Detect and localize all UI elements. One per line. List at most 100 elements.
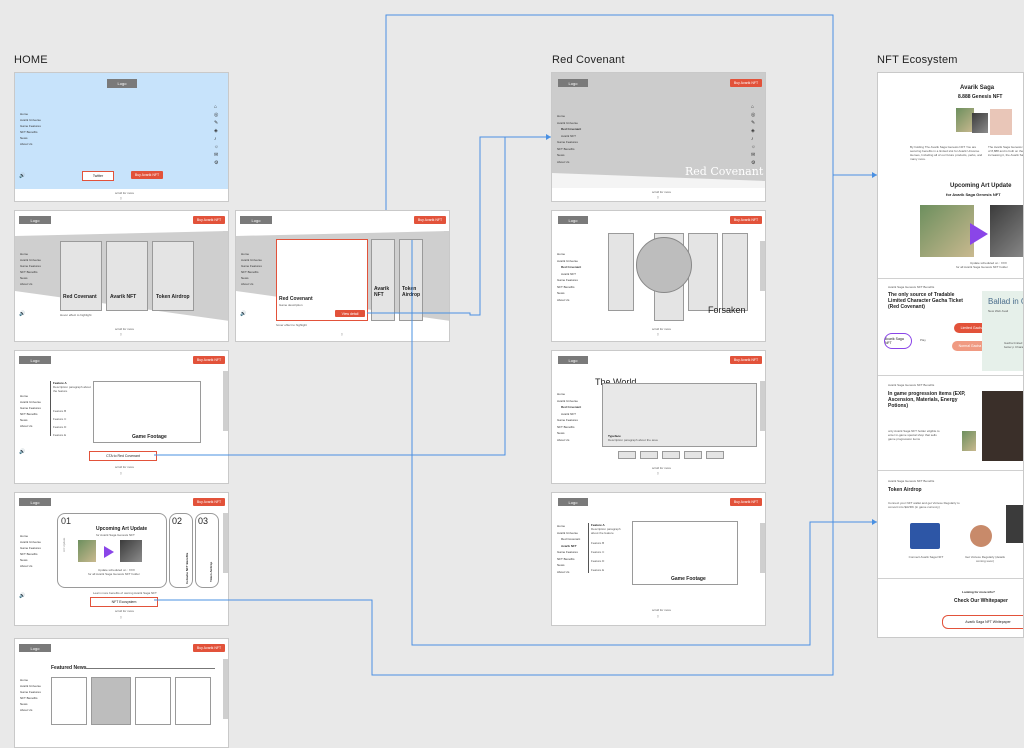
buy-nft-button[interactable]: Buy Avarik NFT [730, 79, 762, 87]
nav-item[interactable]: NFT Benefits [20, 696, 38, 700]
nav-item[interactable]: Red Covenant [561, 265, 582, 269]
world-thumb[interactable] [706, 451, 724, 459]
card-red-covenant-expanded[interactable]: Red Covenant Game description View detai… [276, 239, 368, 321]
home-frame-news[interactable]: Logo Buy Avarik NFT Featured News Home A… [14, 638, 229, 748]
feature-e[interactable]: Feature E [53, 433, 67, 437]
nav-item[interactable]: Avarik Universe [20, 400, 41, 404]
nav-item[interactable]: About Us [20, 564, 33, 568]
nav-item[interactable]: About Us [557, 297, 570, 302]
buy-nft-button[interactable]: Buy Avarik NFT [730, 216, 762, 224]
side-scroll-tab[interactable] [223, 659, 228, 719]
logo[interactable]: Logo [107, 79, 137, 88]
card-red-covenant[interactable]: Red Covenant [60, 241, 102, 311]
cta-red-covenant-button[interactable]: CTA to Red Covenant [89, 451, 157, 461]
world-thumb[interactable] [662, 451, 680, 459]
nft-ecosystem-button[interactable]: NFT Ecosystem [90, 597, 158, 607]
card-token-airdrop[interactable]: Token Airdrop [399, 239, 423, 321]
world-map-area[interactable]: Typeface Description paragraph about the… [602, 383, 757, 447]
nav-item[interactable]: Game Features [20, 406, 41, 410]
nav-item[interactable]: Game Features [557, 550, 578, 554]
logo[interactable]: Logo [558, 498, 588, 506]
rc-frame-forsaken[interactable]: Logo Buy Avarik NFT Home Avarik Universe… [551, 210, 766, 342]
feature-e[interactable]: Feature E [591, 568, 605, 572]
rc-frame-features[interactable]: Logo Buy Avarik NFT Home Avarik Universe… [551, 492, 766, 626]
nav-item[interactable]: Home [20, 112, 29, 116]
nav-item[interactable]: About Us [557, 159, 570, 164]
feature-a[interactable]: Feature A [53, 381, 67, 385]
nav-item[interactable]: News [20, 702, 28, 706]
nav-item[interactable]: Game Features [20, 690, 41, 694]
nav-item[interactable]: Home [20, 394, 29, 398]
buy-nft-button[interactable]: Buy Avarik NFT [193, 644, 225, 652]
side-scroll-tab[interactable] [760, 241, 765, 291]
nav-item[interactable]: Red Covenant [561, 405, 582, 409]
buy-nft-button[interactable]: Buy Avarik NFT [730, 498, 762, 506]
sound-icon[interactable]: 🔊 [19, 173, 26, 179]
nav-item[interactable]: Avarik Universe [20, 684, 41, 688]
game-footage[interactable]: Game Footage [93, 381, 201, 443]
nav-item[interactable]: Home [20, 534, 29, 538]
nav-item[interactable]: News [20, 276, 28, 280]
home-frame-hero[interactable]: Logo Home Avarik Universe Game Features … [14, 72, 229, 202]
side-scroll-tab[interactable] [444, 231, 449, 291]
nav-item[interactable]: About Us [557, 437, 570, 442]
nav-item[interactable]: Red Covenant [561, 127, 582, 131]
side-scroll-tab[interactable] [760, 381, 765, 431]
news-card[interactable] [51, 677, 87, 725]
feature-b[interactable]: Feature B [591, 541, 605, 545]
nft-panel-airdrop[interactable]: 03 Token Airdrop [195, 513, 219, 588]
nav-item[interactable]: About Us [20, 142, 33, 146]
buy-nft-button[interactable]: Buy Avarik NFT [730, 356, 762, 364]
logo[interactable]: Logo [19, 356, 51, 364]
nav-item[interactable]: About Us [557, 569, 570, 574]
nft-ecosystem-page[interactable]: Avarik Saga 8.888 Genesis NFT By holding… [877, 72, 1024, 638]
nav-item[interactable]: About Us [241, 282, 254, 286]
nav-item[interactable]: Home [20, 678, 29, 682]
buy-nft-button[interactable]: Buy Avarik NFT [193, 498, 225, 506]
nav-item[interactable]: Avarik Universe [20, 258, 41, 262]
logo[interactable]: Logo [558, 79, 588, 87]
home-frame-cards[interactable]: Logo Buy Avarik NFT Home Avarik Universe… [14, 210, 229, 342]
home-frame-nft[interactable]: Logo Buy Avarik NFT Home Avarik Universe… [14, 492, 229, 626]
limited-ticket[interactable]: Limited Gacha Ticket [954, 323, 1000, 333]
feature-d[interactable]: Feature D [591, 559, 605, 563]
whitepaper-button[interactable]: Avarik Saga NFT Whitepaper [942, 615, 1023, 629]
card-token-airdrop[interactable]: Token Airdrop [152, 241, 194, 311]
nav-item[interactable]: NFT Benefits [20, 270, 38, 274]
nav-item[interactable]: News [20, 418, 28, 422]
logo[interactable]: Logo [19, 216, 51, 224]
nav-item[interactable]: News [20, 558, 28, 562]
sound-icon[interactable]: 🔊 [19, 593, 26, 599]
side-scroll-tab[interactable] [223, 513, 228, 573]
nav-item[interactable]: Red Covenant [561, 537, 581, 541]
news-card[interactable] [135, 677, 171, 725]
nav-item[interactable]: Game Features [20, 546, 41, 550]
logo[interactable]: Logo [558, 216, 588, 224]
nav-item[interactable]: Game Features [557, 418, 578, 422]
nav-item[interactable]: Avarik Universe [20, 540, 41, 544]
nav-item[interactable]: NFT Benefits [20, 552, 38, 556]
card-avarik-nft[interactable]: Avarik NFT [371, 239, 395, 321]
nav-item[interactable]: Game Features [20, 124, 41, 128]
buy-nft-button[interactable]: Buy Avarik NFT [414, 216, 446, 224]
sound-icon[interactable]: 🔊 [240, 311, 247, 317]
character-slot[interactable] [608, 233, 634, 311]
nav-item[interactable]: NFT Benefits [20, 130, 38, 134]
world-thumb[interactable] [640, 451, 658, 459]
home-frame-features[interactable]: Logo Buy Avarik NFT Home Avarik Universe… [14, 350, 229, 484]
feature-c[interactable]: Feature C [53, 417, 67, 421]
nav-item[interactable]: News [20, 136, 28, 140]
feature-b[interactable]: Feature B [53, 409, 67, 413]
logo[interactable]: Logo [558, 356, 588, 364]
nav-item[interactable]: About Us [20, 708, 33, 712]
news-card[interactable] [91, 677, 131, 725]
normal-ticket[interactable]: Normal Gacha Ticket [952, 341, 998, 351]
home-frame-cards-hover[interactable]: Logo Buy Avarik NFT Home Avarik Universe… [235, 210, 450, 342]
logo[interactable]: Logo [240, 216, 272, 224]
buy-nft-button[interactable]: Buy Avarik NFT [193, 216, 225, 224]
nft-panel-benefits[interactable]: 02 In-Game NFT Benefits [169, 513, 193, 588]
side-scroll-tab[interactable] [760, 523, 765, 573]
world-thumb[interactable] [684, 451, 702, 459]
character-slot[interactable] [688, 233, 718, 311]
view-detail-button[interactable]: View detail [335, 310, 365, 317]
